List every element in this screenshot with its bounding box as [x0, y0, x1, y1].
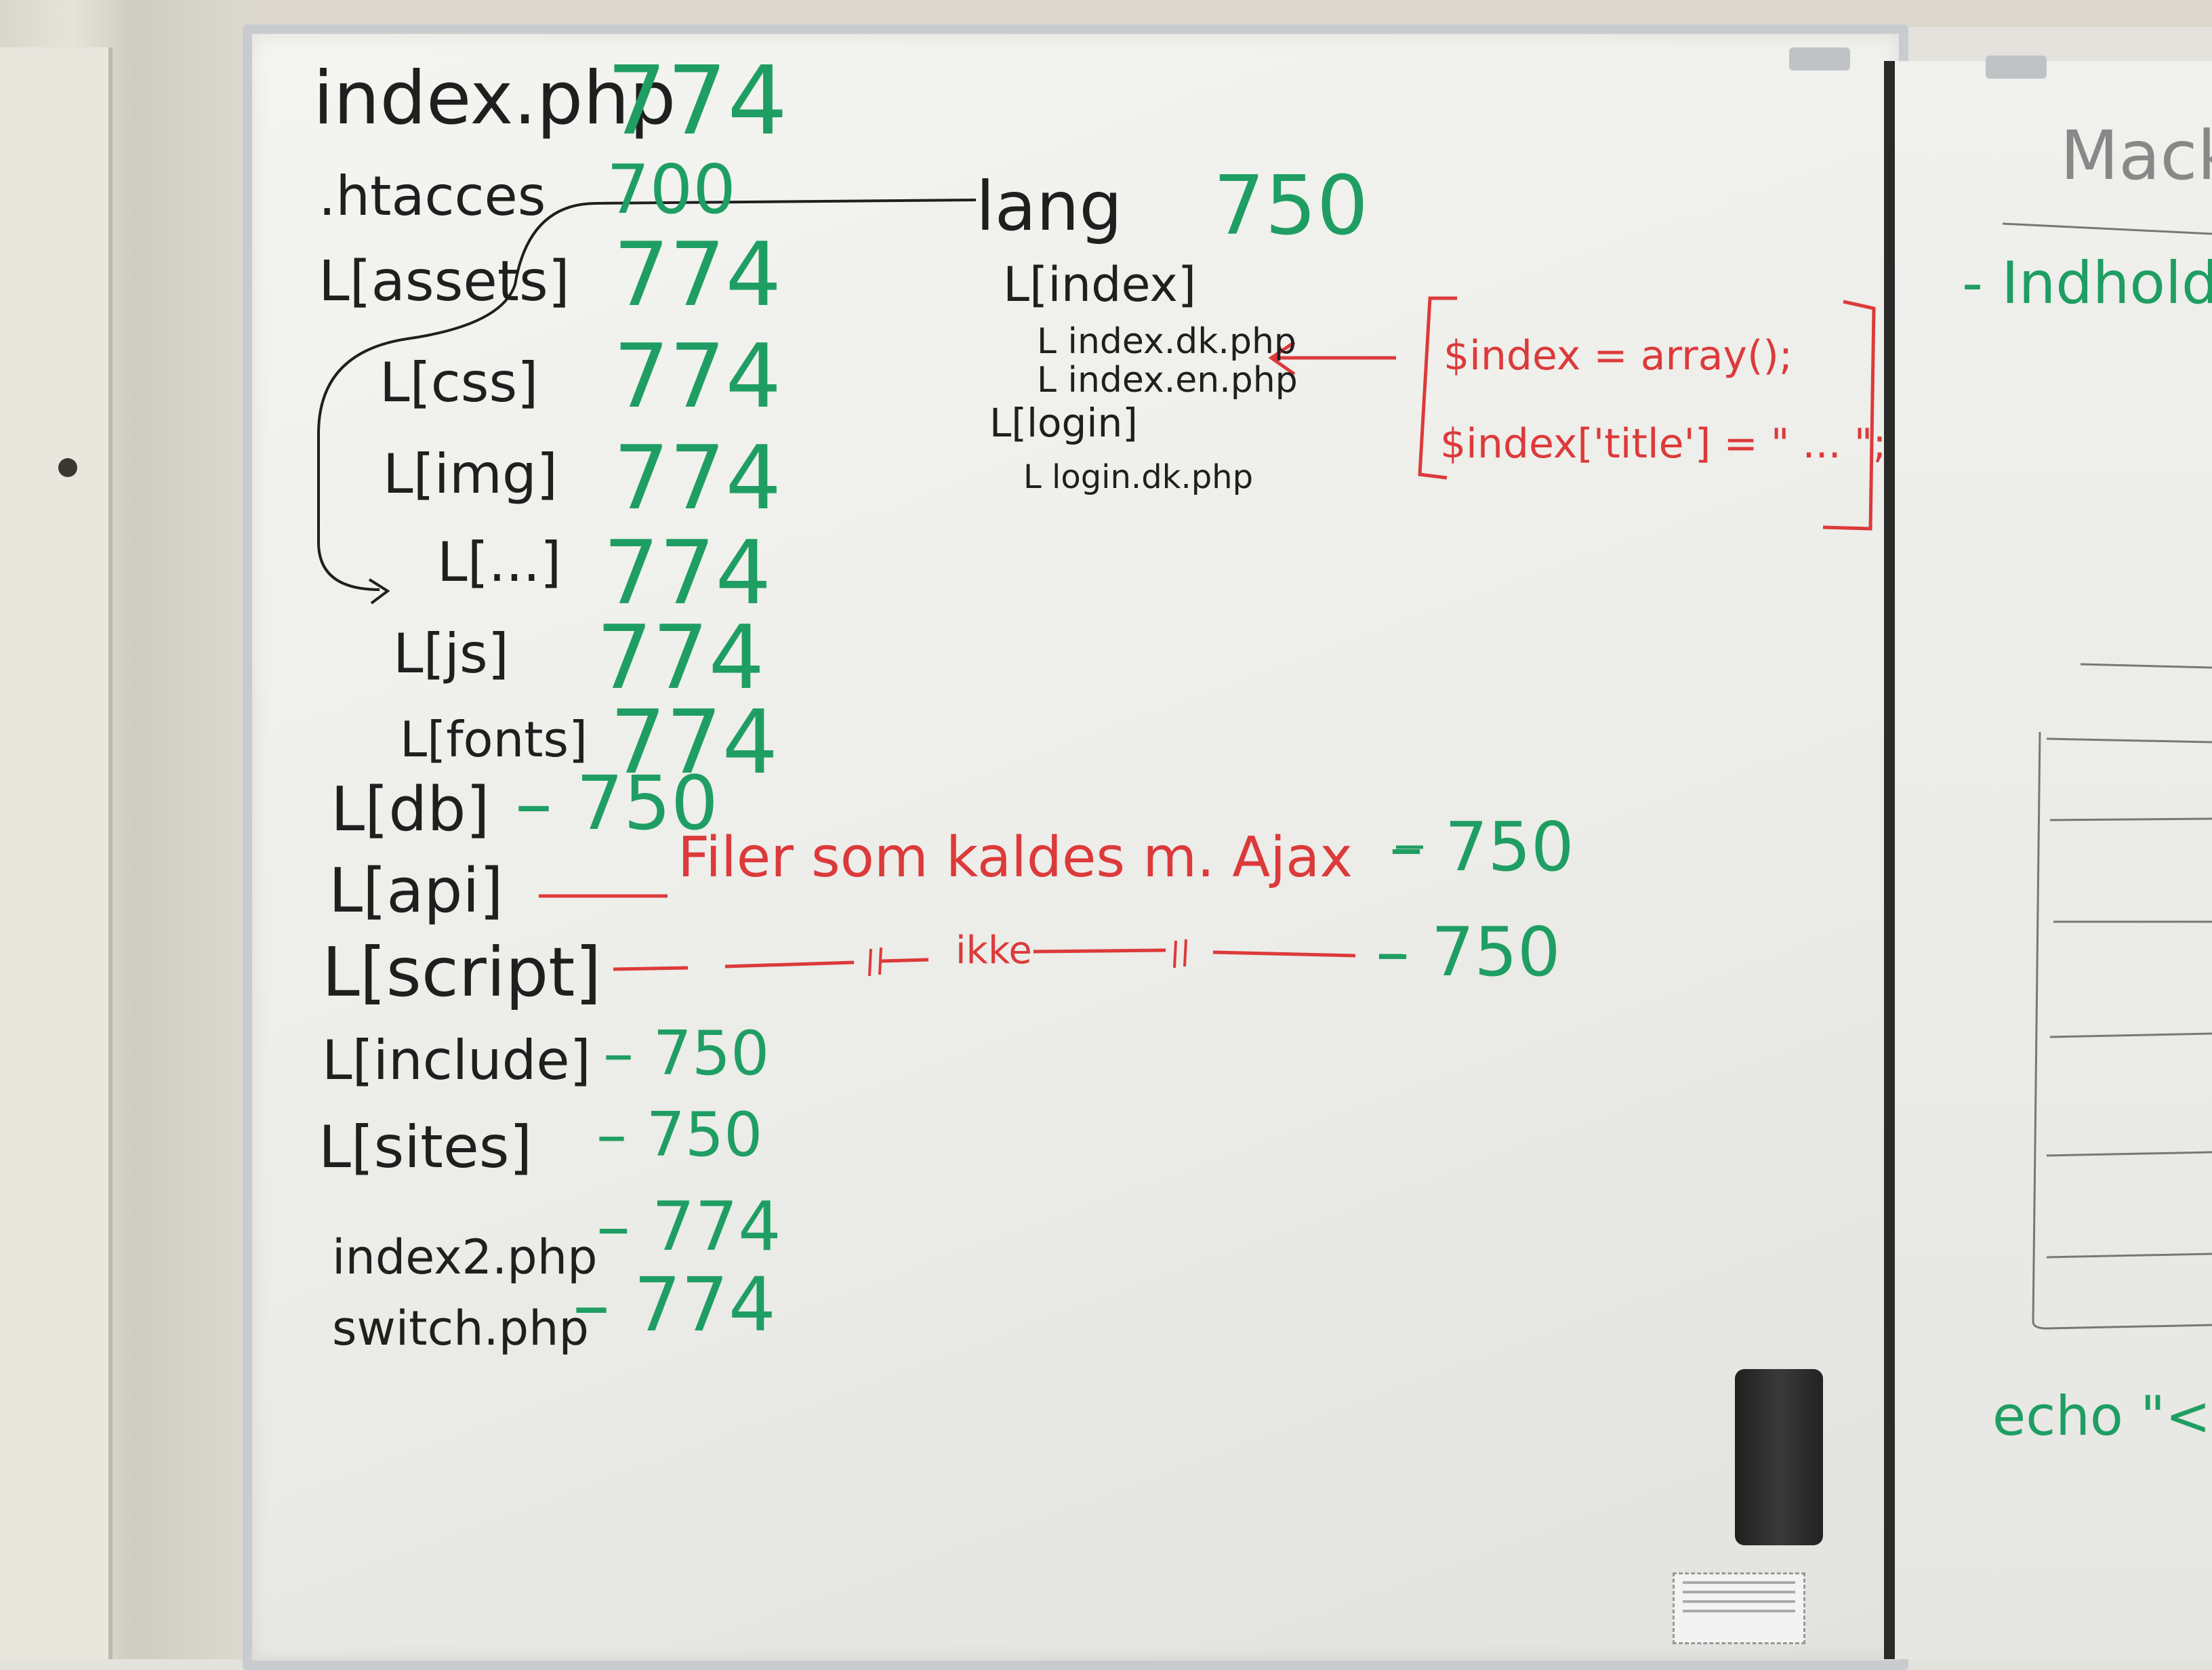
tree-item-name: L[fonts] — [400, 711, 588, 768]
tree-item-name: L[css] — [380, 351, 539, 414]
table-outline — [2032, 663, 2212, 1330]
board-label-sticker — [1673, 1572, 1805, 1644]
connector-curve — [317, 199, 977, 591]
script-dash-5 — [1212, 950, 1356, 958]
tree-item-perm: – 774 — [596, 1187, 781, 1266]
code-bracket-right — [1822, 300, 1876, 531]
table-row-line — [2049, 1032, 2212, 1038]
script-note: ikke — [956, 929, 1032, 973]
whiteboard-right — [1884, 61, 2212, 1659]
script-dash-2 — [724, 960, 855, 969]
lang-item: L index.en.php — [1037, 360, 1298, 401]
lang-perm: 750 — [1213, 159, 1369, 253]
tree-item-perm: 774 — [607, 46, 788, 157]
tree-item-perm: – 750 — [603, 1018, 770, 1089]
board-clip-right — [1986, 56, 2047, 79]
tree-item-perm: 774 — [613, 426, 782, 529]
ditto-1b — [878, 947, 882, 975]
tree-item-perm: – 750 — [1376, 912, 1561, 992]
heading-underline — [2002, 222, 2212, 235]
tree-item-name: L[js] — [393, 622, 509, 685]
tree-item-perm: 700 — [607, 150, 736, 229]
lang-item: L login.dk.php — [1023, 458, 1254, 496]
right-board-sub: - Indhold — [1962, 249, 2212, 317]
tree-item-perm: 774 — [610, 691, 779, 794]
table-row-line — [2046, 1252, 2212, 1259]
tree-item-name: L[api] — [329, 855, 504, 926]
table-row-line — [2046, 1151, 2212, 1157]
table-row-line — [2046, 737, 2212, 744]
arrow-head — [368, 578, 390, 605]
code-bracket-left — [1418, 296, 1457, 480]
tree-item-name: L[db] — [331, 774, 490, 845]
script-dash-4 — [1033, 948, 1166, 954]
whiteboard — [243, 24, 1908, 1670]
code-line: $index['title'] = " ... "; — [1440, 420, 1887, 468]
tree-item-perm: – 750 — [596, 1099, 763, 1170]
api-note: Filer som kaldes m. Ajax — [678, 826, 1353, 890]
tree-item-name: .htacces — [319, 165, 546, 228]
lang-item: L[login] — [989, 400, 1138, 446]
red-arrow-head — [1268, 340, 1296, 376]
tree-item-perm: 774 — [613, 325, 782, 428]
ditto-1a — [868, 948, 872, 977]
right-board-heading: Macke — [2060, 116, 2212, 195]
tree-item-perm: 774 — [596, 606, 765, 709]
tree-item-name: index2.php — [332, 1229, 598, 1285]
tree-item-name: L[img] — [383, 443, 558, 506]
script-dash-1 — [613, 966, 689, 971]
tree-item-perm: – 750 — [1389, 807, 1574, 887]
ditto-2a — [1173, 940, 1177, 969]
tree-item-perm: 774 — [603, 521, 772, 624]
door — [0, 47, 112, 1659]
script-dash-3 — [880, 958, 929, 963]
tree-item-perm: – 774 — [573, 1261, 776, 1348]
code-line: $index = array(); — [1443, 332, 1793, 380]
lang-item: L[index] — [1003, 257, 1197, 312]
tree-item-name: switch.php — [332, 1301, 589, 1356]
lang-title: lang — [976, 167, 1122, 246]
table-row-line — [2049, 817, 2212, 821]
whiteboard-eraser — [1735, 1369, 1823, 1545]
right-board-echo: echo "<a — [1992, 1385, 2212, 1448]
tree-item-name: index.php — [313, 56, 676, 141]
tree-item-name: L[assets] — [319, 249, 570, 314]
tree-item-name: L[...] — [437, 531, 562, 594]
tree-item-name: L[script] — [322, 933, 602, 1012]
door-handle — [58, 458, 77, 477]
wall-top — [0, 0, 2212, 27]
tree-item-perm: 774 — [613, 223, 782, 326]
ditto-2b — [1183, 939, 1187, 967]
tree-item-name: L[sites] — [319, 1114, 533, 1181]
tree-item-perm: – 750 — [515, 760, 718, 847]
tree-item-name: L[include] — [322, 1029, 591, 1092]
board-clip — [1789, 47, 1850, 70]
lang-item: L index.dk.php — [1037, 321, 1296, 362]
